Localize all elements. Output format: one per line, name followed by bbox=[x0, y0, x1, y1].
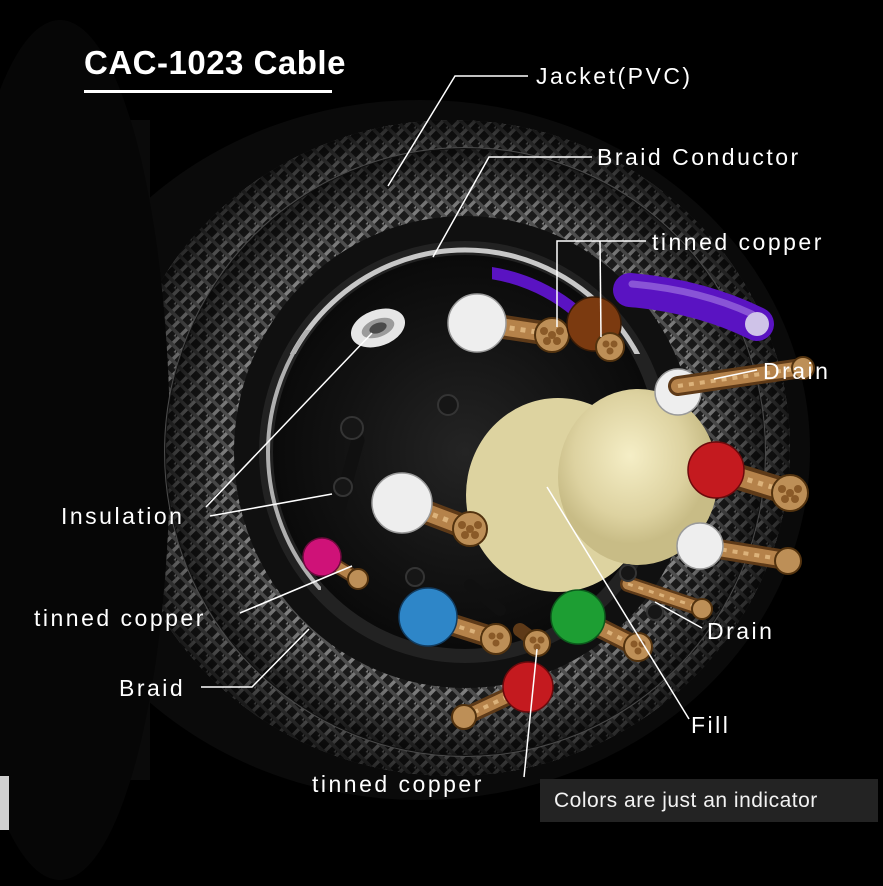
wire-brown bbox=[566, 296, 625, 362]
braid-leader bbox=[201, 628, 310, 688]
insulation-leader-b bbox=[209, 493, 333, 517]
label-jacket: Jacket(PVC) bbox=[536, 63, 693, 89]
wire-white-lower-right bbox=[676, 522, 802, 575]
jacket-leader bbox=[387, 75, 528, 187]
color-indicator-note: Colors are just an indicator bbox=[540, 779, 878, 822]
drain-wire-right bbox=[668, 356, 815, 396]
wire-red-right bbox=[687, 441, 809, 512]
wire-magenta bbox=[302, 537, 369, 590]
tinned-copper-top-leader-a bbox=[556, 240, 646, 327]
drain-lower-leader bbox=[654, 601, 703, 629]
label-drain-lower: Drain bbox=[707, 618, 775, 644]
wire-purple bbox=[613, 273, 774, 341]
wire-white-top bbox=[447, 293, 570, 353]
tinned-copper-bottom-leader bbox=[523, 648, 538, 778]
wire-fill bbox=[466, 389, 718, 592]
black-filler-wires bbox=[331, 394, 664, 621]
braid-conductor-leader bbox=[432, 156, 592, 258]
leader-lines bbox=[201, 75, 758, 778]
drain-right-leader bbox=[713, 369, 758, 380]
label-tinned-copper-bottom: tinned copper bbox=[312, 771, 484, 797]
edge-fragment bbox=[0, 776, 9, 830]
wire-red-bottom bbox=[451, 661, 554, 730]
label-braid-conductor: Braid Conductor bbox=[597, 144, 801, 170]
wire-insulation-tube bbox=[350, 308, 406, 348]
wire-blue bbox=[398, 587, 512, 655]
wire-white-left bbox=[371, 472, 488, 547]
label-insulation: Insulation bbox=[61, 503, 185, 529]
label-braid: Braid bbox=[119, 675, 186, 701]
foil-highlight-arcs bbox=[266, 247, 641, 590]
drain-wire-lower bbox=[620, 576, 713, 620]
insulation-leader-a bbox=[205, 332, 373, 508]
tinned-copper-left-leader bbox=[239, 565, 353, 614]
fill-leader bbox=[546, 486, 690, 720]
title-underline bbox=[84, 90, 332, 93]
label-tinned-copper-top: tinned copper bbox=[652, 229, 824, 255]
label-tinned-copper-left: tinned copper bbox=[34, 605, 206, 631]
wire-green bbox=[550, 589, 653, 662]
tinned-copper-top-leader-b bbox=[599, 240, 602, 338]
copper-bundle-bottom bbox=[513, 623, 551, 657]
label-drain-right: Drain bbox=[763, 358, 831, 384]
page-title: CAC-1023 Cable bbox=[84, 44, 346, 81]
label-fill: Fill bbox=[691, 712, 731, 738]
